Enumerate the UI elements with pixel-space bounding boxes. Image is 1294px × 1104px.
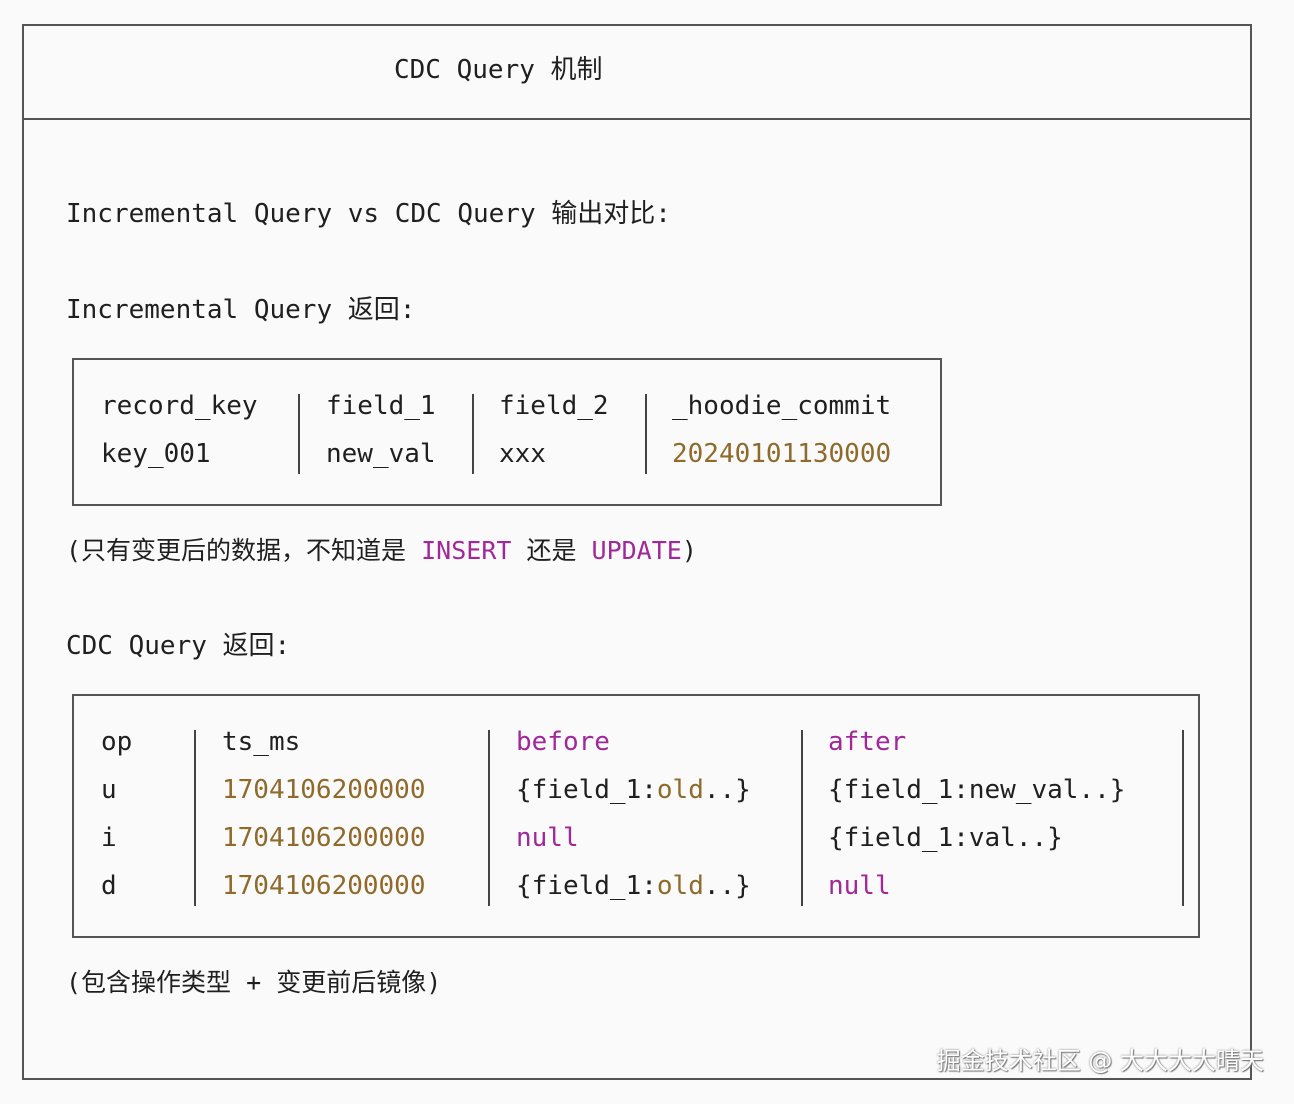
incremental-note-text: (只有变更后的数据，不知道是 bbox=[66, 536, 422, 565]
cdc-row-after-null: null bbox=[828, 871, 891, 901]
before-prefix: {field_1: bbox=[516, 775, 657, 805]
incremental-col-sep bbox=[298, 394, 300, 474]
cdc-row-ts: 1704106200000 bbox=[222, 871, 426, 901]
outer-frame bbox=[22, 24, 1252, 1080]
cdc-row-before: {field_1:old..} bbox=[516, 870, 751, 902]
incremental-col-sep bbox=[472, 394, 474, 474]
cdc-col-sep bbox=[801, 730, 803, 906]
cdc-row-op: d bbox=[101, 871, 117, 901]
incremental-label: Incremental Query 返回: bbox=[66, 295, 416, 325]
incremental-note-mid: 还是 bbox=[511, 536, 592, 565]
diagram-title: CDC Query 机制 bbox=[394, 55, 603, 85]
cdc-row-after: {field_1:val..} bbox=[828, 823, 1063, 853]
cdc-col-sep bbox=[488, 730, 490, 906]
cdc-header-after: after bbox=[828, 727, 907, 757]
cdc-note: (包含操作类型 + 变更前后镜像) bbox=[66, 968, 442, 997]
incremental-header-record-key: record_key bbox=[101, 391, 258, 421]
incremental-cell-field-2: xxx bbox=[499, 439, 546, 469]
cdc-label: CDC Query 返回: bbox=[66, 631, 291, 661]
incremental-note-end: ) bbox=[681, 536, 697, 565]
cdc-col-sep bbox=[194, 730, 196, 906]
cdc-header-before: before bbox=[516, 727, 610, 757]
cdc-row-before-null: null bbox=[516, 823, 579, 853]
incremental-header-field-2: field_2 bbox=[499, 391, 609, 421]
insert-keyword: INSERT bbox=[421, 536, 512, 565]
cdc-row-before: {field_1:old..} bbox=[516, 774, 751, 806]
title-divider bbox=[22, 118, 1252, 120]
incremental-note: (只有变更后的数据，不知道是 INSERT 还是 UPDATE) bbox=[66, 535, 697, 567]
cdc-row-after: {field_1:new_val..} bbox=[828, 775, 1126, 805]
incremental-col-sep bbox=[645, 394, 647, 474]
cdc-header-op: op bbox=[101, 727, 133, 757]
cdc-col-sep bbox=[1182, 730, 1184, 906]
incremental-cell-field-1: new_val bbox=[326, 439, 436, 469]
cdc-table bbox=[72, 694, 1200, 938]
cdc-row-op: i bbox=[101, 823, 117, 853]
before-old-value: old bbox=[656, 871, 704, 901]
cdc-row-op: u bbox=[101, 775, 117, 805]
incremental-cell-commit: 20240101130000 bbox=[672, 439, 892, 469]
incremental-header-commit: _hoodie_commit bbox=[672, 391, 892, 421]
comparison-heading: Incremental Query vs CDC Query 输出对比: bbox=[66, 199, 671, 229]
before-old-value: old bbox=[656, 775, 704, 805]
incremental-table bbox=[72, 358, 942, 506]
cdc-row-ts: 1704106200000 bbox=[222, 775, 426, 805]
cdc-header-ts: ts_ms bbox=[222, 727, 301, 757]
before-suffix: ..} bbox=[703, 871, 751, 901]
incremental-header-field-1: field_1 bbox=[326, 391, 436, 421]
cdc-row-ts: 1704106200000 bbox=[222, 823, 426, 853]
before-prefix: {field_1: bbox=[516, 871, 657, 901]
incremental-cell-key: key_001 bbox=[101, 439, 211, 469]
update-keyword: UPDATE bbox=[591, 536, 682, 565]
watermark: 掘金技术社区 @ 大大大大晴天 bbox=[936, 1047, 1264, 1075]
before-suffix: ..} bbox=[703, 775, 751, 805]
